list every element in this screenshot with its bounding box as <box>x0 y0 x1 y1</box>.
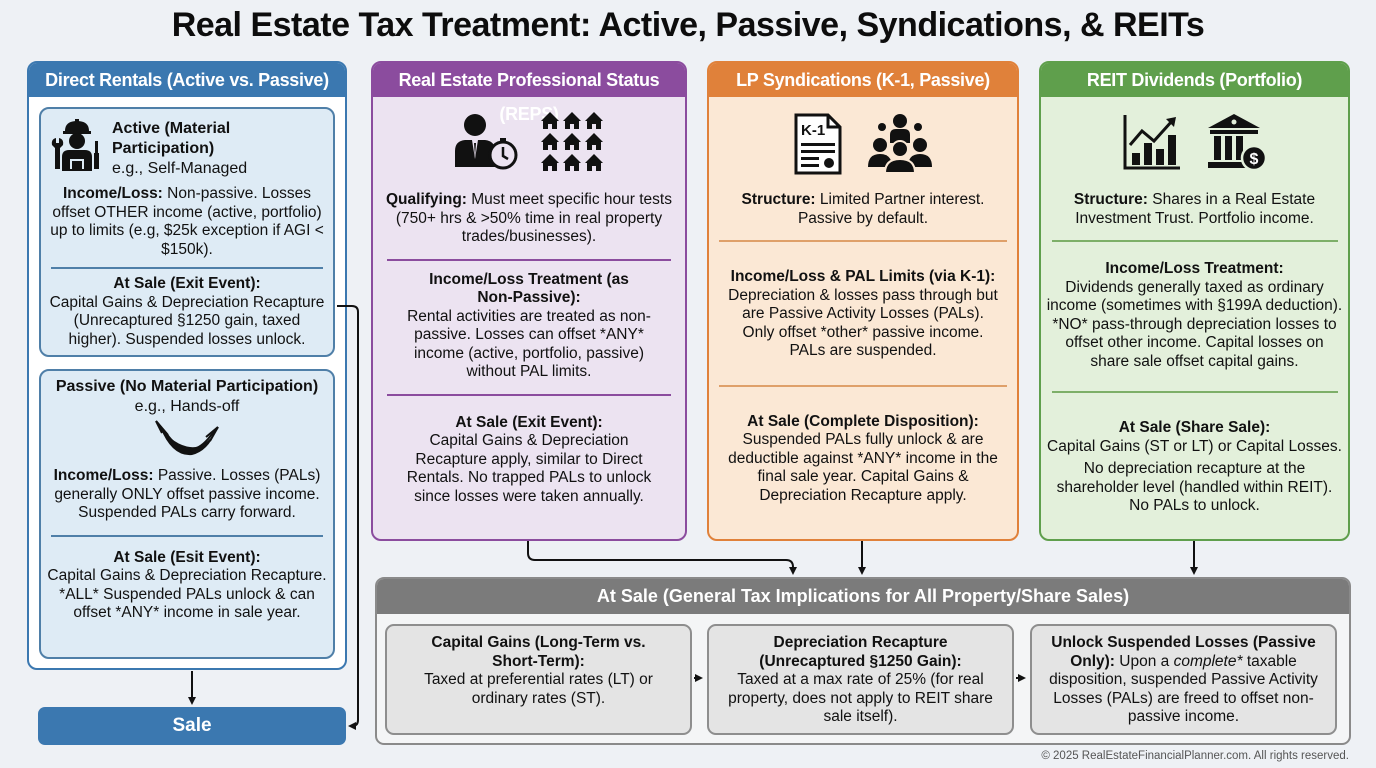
unlock-text-pre: Upon a <box>1114 652 1174 670</box>
reit-panel: REIT Dividends (Portfolio) <box>1039 61 1350 541</box>
reps-panel: Real Estate Professional Status (REPS) <box>371 61 687 541</box>
general-tax-implications-panel: At Sale (General Tax Implications for Al… <box>375 577 1351 745</box>
lp-sale-label: At Sale (Complete Disposition): <box>747 412 979 430</box>
passive-income-text: Income/Loss: Passive. Losses (PALs) gene… <box>41 467 333 523</box>
depreciation-recapture-label: Depreciation Recapture (Unrecaptured §12… <box>759 634 962 670</box>
hammock-icon <box>41 417 333 467</box>
k1-document-icon: K-1 <box>794 113 842 175</box>
growth-chart-icon <box>1122 113 1182 176</box>
reps-qualifying-label: Qualifying: <box>386 191 467 208</box>
lp-sale-text: Suspended PALs fully unlock & are deduct… <box>728 431 998 504</box>
divider <box>387 393 671 396</box>
lp-syndications-panel: LP Syndications (K-1, Passive) K-1 <box>707 61 1019 541</box>
active-income-label: Income/Loss: <box>62 185 163 202</box>
reit-structure-label: Structure: <box>1073 191 1148 208</box>
reit-structure-body: Shares in a Real Estate Investment Trust… <box>1075 191 1316 227</box>
unlock-suspended-losses-card: Unlock Suspended Losses (Passive Only): … <box>1030 624 1337 735</box>
arrow-reps-to-general <box>527 541 797 575</box>
active-example: e.g., Self-Managed <box>111 160 248 177</box>
depreciation-recapture-text: Taxed at a max rate of 25% (for real pro… <box>728 671 993 725</box>
passive-sale-text: Capital Gains & Depreciation Recapture. … <box>47 567 327 621</box>
capital-gains-label: Capital Gains (Long-Term vs. Short-Term)… <box>431 634 646 670</box>
reps-income-label: Income/Loss Treatment (as Non-Passive): <box>429 270 629 307</box>
k1-label: K-1 <box>801 122 825 139</box>
reit-sale-text-2: No depreciation recapture at the shareho… <box>1056 460 1333 514</box>
reit-income-label: Income/Loss Treatment: <box>1105 260 1284 277</box>
copyright-footer: © 2025 RealEstateFinancialPlanner.com. A… <box>1041 750 1349 762</box>
businessman-stopwatch-icon <box>453 111 519 178</box>
passive-sale-label: At Sale (Esit Event): <box>113 548 261 566</box>
lp-structure-label: Structure: <box>741 191 816 208</box>
lp-income-label: Income/Loss & PAL Limits (via K-1): <box>730 268 996 285</box>
capital-gains-card: Capital Gains (Long-Term vs. Short-Term)… <box>385 624 692 735</box>
unlock-text-post: taxable disposition, suspended Passive A… <box>1049 652 1318 726</box>
active-sale-text: Capital Gains & Depreciation Recapture (… <box>49 293 325 348</box>
direct-rentals-header: Direct Rentals (Active vs. Passive) <box>29 63 345 97</box>
passive-title: Passive (No Material Participation) <box>55 378 319 395</box>
active-income-text: Income/Loss: Non-passive. Losses offset … <box>41 185 333 259</box>
passive-participation-card: Passive (No Material Participation) e.g.… <box>39 369 335 659</box>
reps-income-text: Rental activities are treated as non-pas… <box>407 307 651 381</box>
divider <box>719 384 1007 387</box>
investor-group-icon <box>868 111 932 178</box>
construction-worker-icon <box>49 117 106 173</box>
divider <box>387 258 671 261</box>
unlock-text-emphasis: complete* <box>1173 652 1243 670</box>
active-income-body: Non-passive. Losses offset OTHER income … <box>50 185 324 258</box>
lp-syndications-header: LP Syndications (K-1, Passive) <box>709 63 1017 97</box>
page-title: Real Estate Tax Treatment: Active, Passi… <box>171 6 1205 44</box>
divider <box>51 534 323 537</box>
passive-example: e.g., Hands-off <box>134 398 240 415</box>
active-title: Active (Material Participation) <box>111 120 231 157</box>
lp-structure-body: Limited Partner interest. Passive by def… <box>797 191 985 227</box>
passive-income-label: Income/Loss: <box>53 467 154 484</box>
divider <box>1051 240 1338 242</box>
divider <box>719 240 1007 242</box>
svg-text:$: $ <box>1249 151 1258 168</box>
divider <box>1051 391 1338 393</box>
bank-dollar-icon: $ <box>1206 112 1268 177</box>
reps-qualifying-text: Qualifying: Must meet specific hour test… <box>373 191 685 247</box>
reps-sale-text: Capital Gains & Depreciation Recapture a… <box>406 432 652 505</box>
depreciation-recapture-card: Depreciation Recapture (Unrecaptured §12… <box>707 624 1014 735</box>
unlock-suspended-losses-text: Unlock Suspended Losses (Passive Only): … <box>1032 634 1335 727</box>
active-participation-card: Active (Material Participation) e.g., Se… <box>39 107 335 357</box>
reit-sale-text-1: Capital Gains (ST or LT) or Capital Loss… <box>1047 437 1342 455</box>
houses-grid-icon <box>541 111 605 178</box>
lp-income-text: Depreciation & losses pass through but a… <box>728 286 998 360</box>
unlock-suspended-losses-label: Unlock Suspended Losses (Passive Only): <box>1051 634 1316 670</box>
reit-income-text: Dividends generally taxed as ordinary in… <box>1046 278 1343 370</box>
direct-rentals-panel: Direct Rentals (Active vs. Passive) <box>27 61 347 670</box>
general-tax-implications-header: At Sale (General Tax Implications for Al… <box>377 579 1349 614</box>
reit-header: REIT Dividends (Portfolio) <box>1041 63 1348 97</box>
passive-income-body: Passive. Losses (PALs) generally ONLY of… <box>54 467 321 521</box>
capital-gains-text: Taxed at preferential rates (LT) or ordi… <box>424 671 653 707</box>
sale-box: Sale <box>38 707 346 745</box>
reps-qualifying-body: Must meet specific hour tests (750+ hrs … <box>395 191 672 245</box>
lp-structure-text: Structure: Limited Partner interest. Pas… <box>709 191 1017 228</box>
reit-sale-label: At Sale (Share Sale): <box>1118 419 1271 436</box>
active-sale-label: At Sale (Exit Event): <box>113 275 261 292</box>
divider <box>51 267 323 269</box>
reps-sale-label: At Sale (Exit Event): <box>455 413 603 431</box>
reit-structure-text: Structure: Shares in a Real Estate Inves… <box>1041 191 1348 228</box>
reps-header: Real Estate Professional Status (REPS) <box>373 63 685 124</box>
